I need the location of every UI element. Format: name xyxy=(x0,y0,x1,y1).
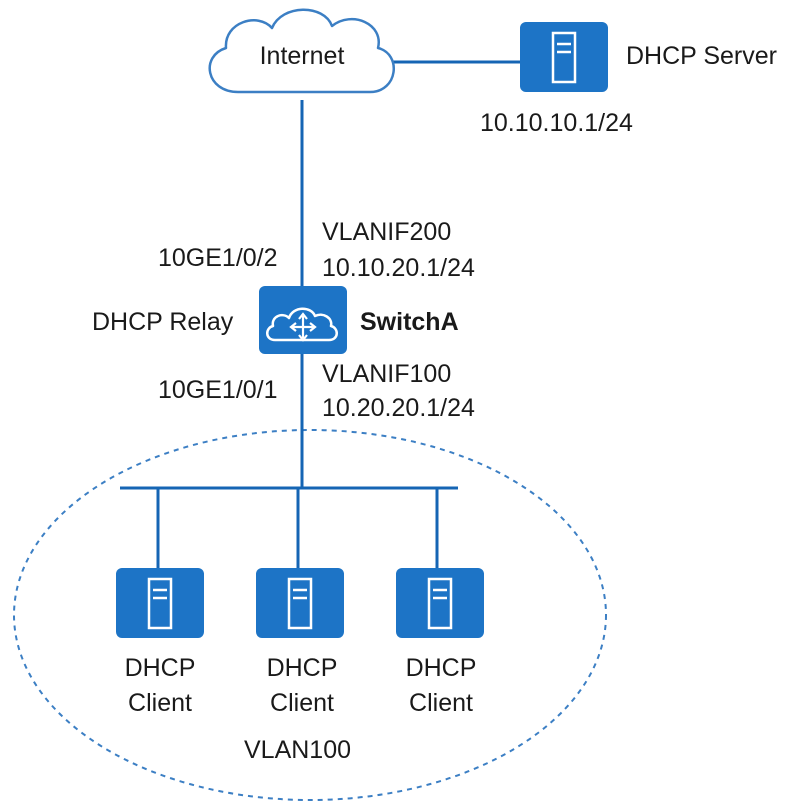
client-label-line2: Client xyxy=(270,689,334,717)
client-label-line1: DHCP xyxy=(267,654,338,682)
uplink-port-label: 10GE1/0/2 xyxy=(158,244,278,272)
server-ip-label: 10.10.10.1/24 xyxy=(480,109,633,137)
internet-label: Internet xyxy=(260,42,345,70)
client-label-line2: Client xyxy=(409,689,473,717)
downlink-port-label: 10GE1/0/1 xyxy=(158,376,278,404)
dhcp-server-label: DHCP Server xyxy=(626,42,777,70)
client-label-line1: DHCP xyxy=(125,654,196,682)
switch-name-label: SwitchA xyxy=(360,308,459,336)
downlink-vlanif-label: VLANIF100 xyxy=(322,360,451,388)
cloud-icon xyxy=(208,8,395,94)
downlink-ip-label: 10.20.20.1/24 xyxy=(322,394,475,422)
server-icon xyxy=(518,20,610,94)
vlan-area-ellipse xyxy=(13,429,607,801)
server-icon xyxy=(114,566,206,640)
client-label-line1: DHCP xyxy=(406,654,477,682)
client-label-line2: Client xyxy=(128,689,192,717)
uplink-vlanif-label: VLANIF200 xyxy=(322,218,451,246)
vlan-label: VLAN100 xyxy=(244,736,351,764)
relay-role-label: DHCP Relay xyxy=(92,308,234,336)
switch-icon xyxy=(259,286,347,354)
uplink-ip-label: 10.10.20.1/24 xyxy=(322,254,475,282)
server-icon xyxy=(254,566,346,640)
server-icon xyxy=(394,566,486,640)
